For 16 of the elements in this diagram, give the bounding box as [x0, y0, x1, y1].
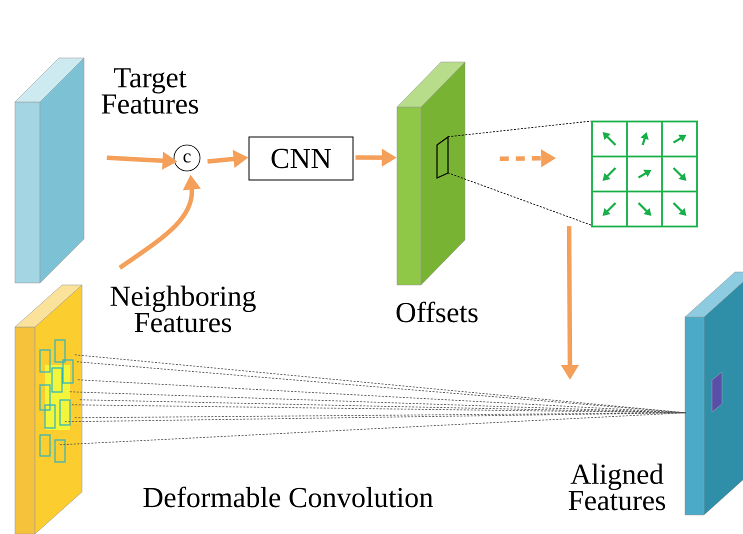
- connector-line: [447, 120, 592, 138]
- connector-line: [59, 412, 686, 446]
- process-box: CNN: [248, 136, 354, 180]
- connector-line: [77, 379, 686, 414]
- feature-block: [396, 62, 466, 286]
- feature-block: [14, 58, 84, 284]
- feature-block: [684, 272, 743, 516]
- connector-line: [64, 412, 686, 422]
- node-label: Offsets: [396, 302, 478, 322]
- offset-grid-drawing: [591, 120, 698, 228]
- node-label: Neighboring Features: [110, 286, 256, 332]
- node-label: Aligned Features: [568, 464, 666, 510]
- caption-label: Deformable Convolution: [143, 486, 433, 508]
- feature-block: [14, 284, 82, 534]
- node-label: Target Features: [102, 68, 198, 114]
- connector-line: [447, 172, 592, 226]
